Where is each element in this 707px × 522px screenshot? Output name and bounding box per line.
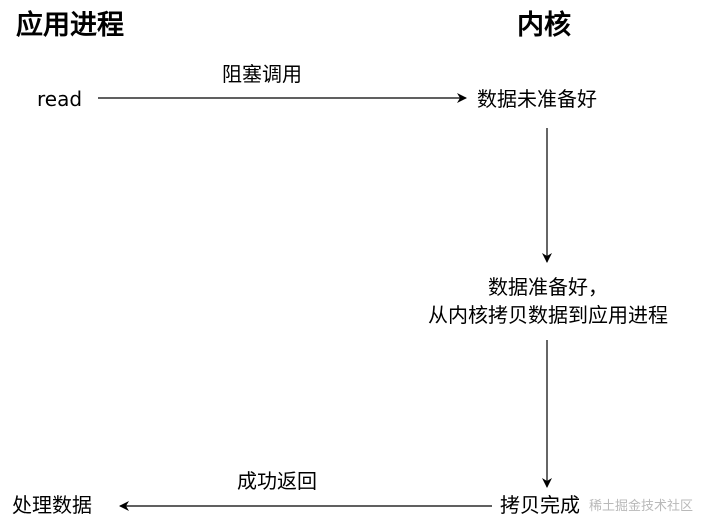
header-kernel: 内核: [517, 10, 571, 41]
node-data-ready: 数据准备好， 从内核拷贝数据到应用进程: [390, 275, 706, 328]
edge-label-blocking-call: 阻塞调用: [222, 62, 302, 86]
node-read: read: [37, 87, 83, 111]
node-process-data: 处理数据: [12, 493, 92, 517]
header-application-process: 应用进程: [16, 10, 124, 41]
node-data-ready-line2: 从内核拷贝数据到应用进程: [428, 303, 668, 327]
watermark: 稀土掘金技术社区: [589, 499, 694, 514]
node-copy-complete: 拷贝完成: [500, 493, 580, 517]
edge-label-return-success: 成功返回: [237, 469, 317, 493]
node-data-ready-line1: 数据准备好，: [488, 275, 608, 299]
node-data-not-ready: 数据未准备好: [477, 87, 597, 111]
